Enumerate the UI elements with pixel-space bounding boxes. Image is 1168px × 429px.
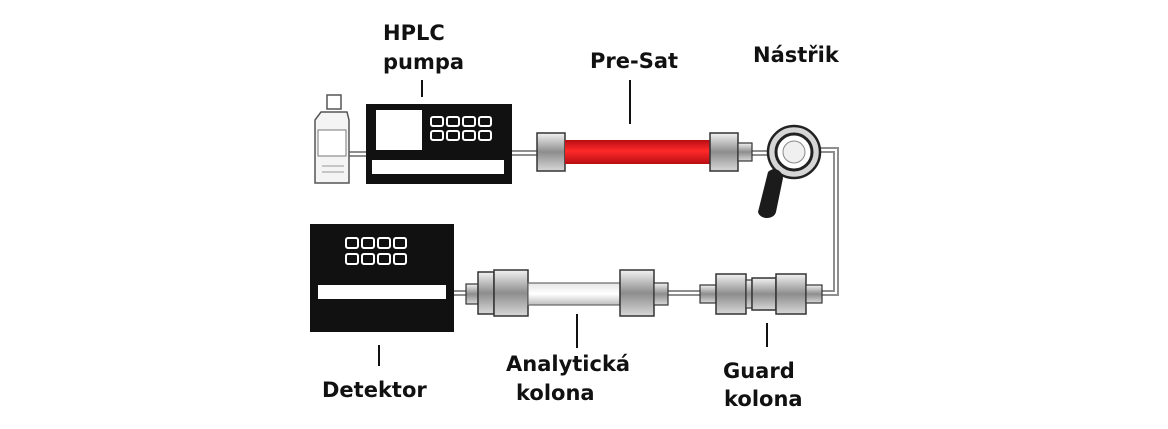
- presat-label: Pre-Sat: [590, 49, 678, 73]
- analytical-column: [465, 269, 669, 317]
- analytical-label-line1: Analytická: [506, 352, 630, 376]
- injector-valve-icon: [758, 124, 822, 218]
- tube-injector-to-guard: [820, 147, 839, 296]
- detector-label: Detektor: [322, 378, 427, 402]
- guard-label-line1: Guard: [723, 359, 795, 383]
- presat-column: [536, 132, 753, 172]
- guard-column: [699, 273, 823, 315]
- leader-lines: [378, 80, 768, 366]
- guard-label-line2: kolona: [724, 387, 803, 411]
- pump-label-line2: pumpa: [383, 50, 464, 74]
- pump-label-line1: HPLC: [383, 21, 445, 45]
- injector-label: Nástřik: [753, 43, 840, 67]
- pump-icon: [366, 104, 512, 184]
- solvent-bottle-icon: [314, 94, 350, 184]
- analytical-label-line2: kolona: [516, 381, 595, 405]
- detector-icon: [310, 224, 454, 332]
- tube-injector-to-guard-2: [820, 151, 835, 292]
